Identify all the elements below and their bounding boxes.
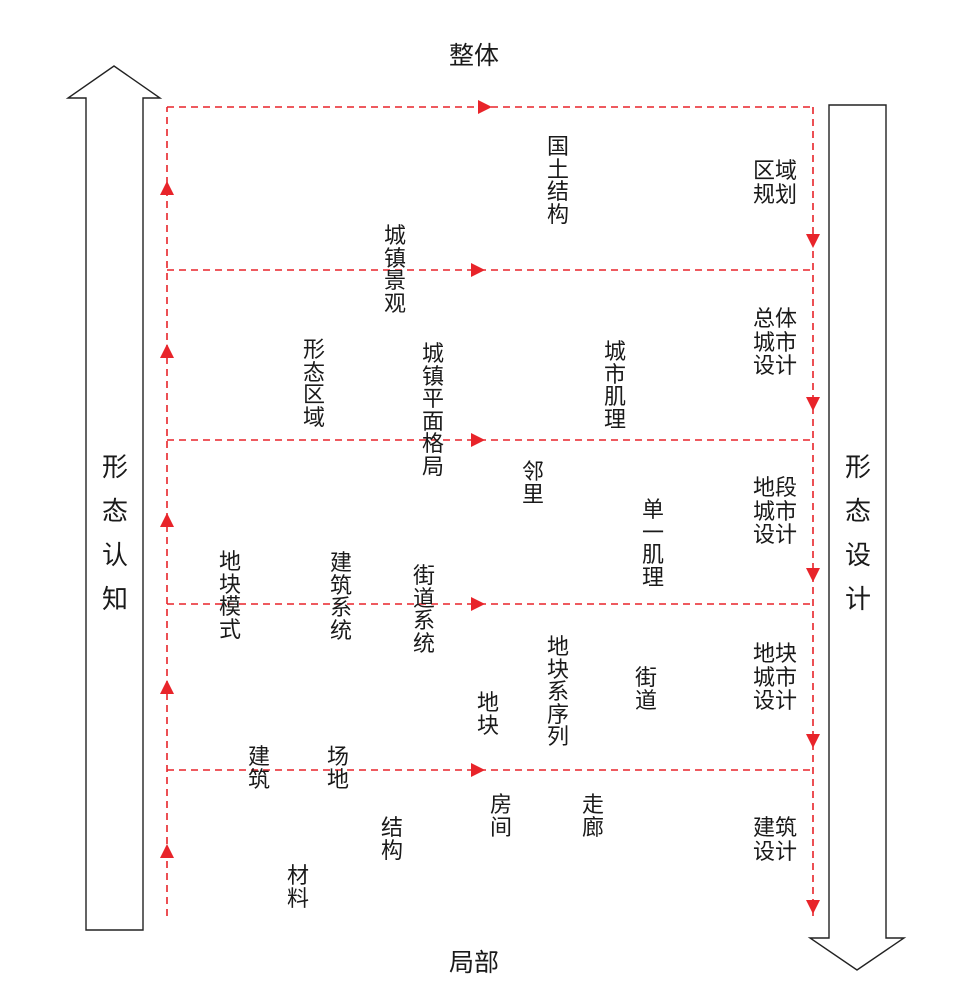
term-material: 材料 bbox=[286, 864, 309, 912]
term-site: 场地 bbox=[326, 745, 349, 793]
term-room: 房间 bbox=[489, 793, 512, 841]
right-down-arrow bbox=[807, 104, 907, 971]
h-arrowhead-5 bbox=[471, 763, 485, 777]
design-level-building-design: 建筑设计 bbox=[753, 816, 798, 865]
bottom-label: 局部 bbox=[449, 948, 500, 977]
design-level-plot-urban-design: 地块城市设计 bbox=[753, 642, 798, 714]
term-plot: 地块 bbox=[476, 691, 499, 739]
term-town-plan: 城镇平面格局 bbox=[421, 342, 444, 480]
left-up-arrow bbox=[65, 65, 163, 931]
design-level-district-urban-design: 地段城市设计 bbox=[753, 476, 798, 548]
design-level-overall-urban-design: 总体城市设计 bbox=[753, 307, 798, 379]
term-street-system: 街道系统 bbox=[412, 564, 435, 657]
term-morphological-region: 形态区域 bbox=[302, 338, 325, 431]
up-arrowhead-3 bbox=[160, 513, 174, 527]
term-urban-fabric: 城市肌理 bbox=[603, 340, 626, 433]
left-arrow-label: 形态认知 bbox=[101, 453, 128, 615]
down-arrowhead-5 bbox=[806, 900, 820, 914]
term-national-structure: 国土结构 bbox=[546, 135, 569, 228]
down-arrowhead-4 bbox=[806, 734, 820, 748]
term-structure: 结构 bbox=[380, 816, 403, 864]
up-arrowhead-4 bbox=[160, 680, 174, 694]
up-arrowhead-1 bbox=[160, 181, 174, 195]
term-building-system: 建筑系统 bbox=[329, 551, 352, 644]
h-arrowhead-4 bbox=[471, 597, 485, 611]
term-plot-series: 地块系序列 bbox=[546, 635, 569, 751]
term-building: 建筑 bbox=[247, 745, 270, 793]
term-single-fabric: 单一肌理 bbox=[641, 498, 664, 591]
h-arrowhead-2 bbox=[471, 263, 485, 277]
down-arrowhead-3 bbox=[806, 568, 820, 582]
term-neighborhood: 邻里 bbox=[521, 460, 544, 508]
design-level-regional-planning: 区域规划 bbox=[753, 159, 798, 208]
down-arrowhead-1 bbox=[806, 234, 820, 248]
term-plot-pattern: 地块模式 bbox=[218, 550, 241, 643]
down-arrowhead-2 bbox=[806, 397, 820, 411]
top-label: 整体 bbox=[449, 41, 500, 70]
term-corridor: 走廊 bbox=[581, 793, 604, 841]
term-townscape: 城镇景观 bbox=[383, 224, 406, 317]
h-arrowhead-1 bbox=[478, 100, 492, 114]
h-arrowhead-3 bbox=[471, 433, 485, 447]
term-street: 街道 bbox=[634, 666, 657, 714]
up-arrowhead-2 bbox=[160, 344, 174, 358]
up-arrowhead-5 bbox=[160, 844, 174, 858]
right-arrow-label: 形态设计 bbox=[844, 453, 871, 615]
